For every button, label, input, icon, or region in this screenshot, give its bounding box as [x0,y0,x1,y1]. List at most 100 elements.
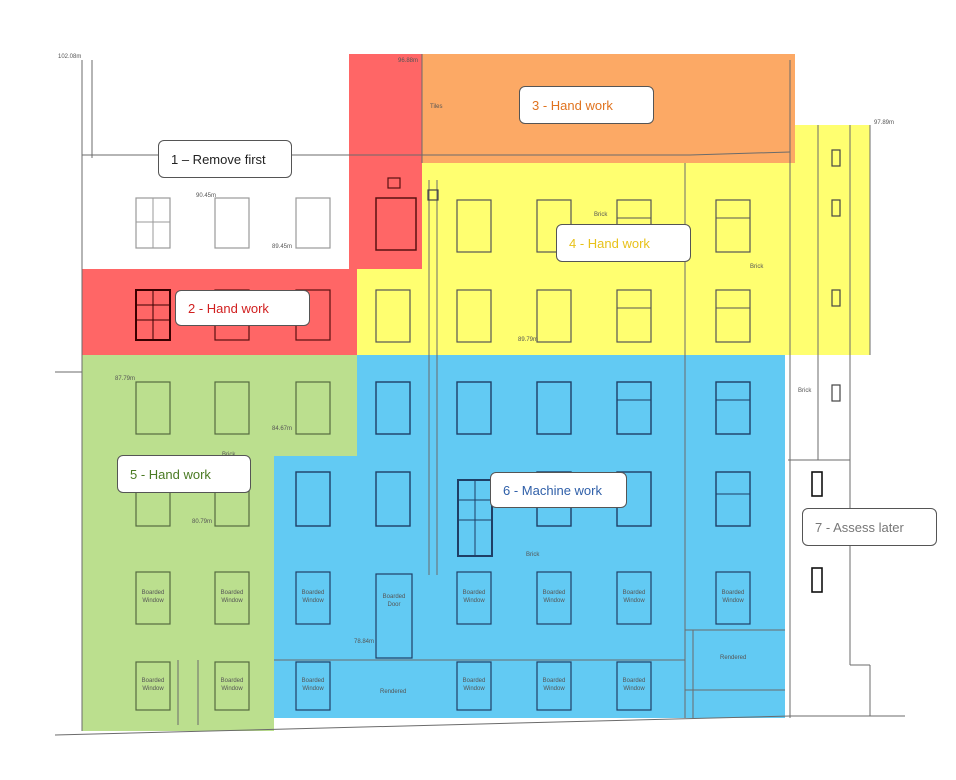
window-outline [375,289,411,343]
zone-3-text: 3 - Hand work [532,97,613,113]
zone-1-text: 1 – Remove first [171,151,266,167]
boarded-note: Door [387,602,400,608]
zone-2-text: 2 - Hand work [188,300,269,316]
zone-5-text: 5 - Hand work [130,466,211,482]
boarded-note: Window [722,598,744,604]
boarded-note: Boarded [221,590,244,596]
material-label: Rendered [380,689,406,695]
level-label: 87.79m [115,376,135,382]
boarded-note: Window [221,598,243,604]
zone-5-area [82,355,357,731]
material-label: Brick [798,388,812,394]
window-outline [831,289,841,307]
zone-2-label: 2 - Hand work [175,290,310,326]
boarded-note: Boarded [543,678,566,684]
boarded-note: Boarded [142,590,165,596]
window-outline [427,189,439,201]
zone-5-label: 5 - Hand work [117,455,251,493]
boarded-note: Window [142,598,164,604]
material-label: Tiles [430,104,442,110]
zone-7-label: 7 - Assess later [802,508,937,546]
boarded-note: Window [463,686,485,692]
boarded-note: Window [543,598,565,604]
window-outline [715,289,751,343]
zone-2-area [82,54,422,355]
level-label: 89.79m [518,337,538,343]
level-label: 89.45m [272,244,292,250]
window-outline [295,197,331,249]
boarded-note: Boarded [302,590,325,596]
window-outline [536,381,572,435]
boarded-note: Boarded [142,678,165,684]
boarded-note: Boarded [383,594,406,600]
zone-7-text: 7 - Assess later [815,519,904,535]
window-outline [214,381,250,435]
window-outline [456,661,492,711]
window-outline [456,571,492,625]
window-outline [616,661,652,711]
window-outline [616,571,652,625]
window-outline [811,471,823,497]
window-outline [616,289,652,343]
window-outline [456,289,492,343]
boarded-note: Boarded [623,678,646,684]
zone-6-area [274,355,785,718]
window-outline [616,381,652,435]
window-outline [715,471,751,527]
boarded-note: Window [302,686,324,692]
boarded-note: Boarded [543,590,566,596]
level-label: 90.45m [196,193,216,199]
window-outline [375,197,417,251]
level-label: 102.08m [58,54,81,60]
level-label: 96.88m [398,58,418,64]
boarded-note: Boarded [463,590,486,596]
window-outline [135,571,171,625]
window-outline [715,381,751,435]
boarded-note: Window [623,686,645,692]
zone-4-label: 4 - Hand work [556,224,691,262]
window-outline [295,471,331,527]
window-outline [214,571,250,625]
window-outline [135,661,171,711]
window-outline [375,573,413,659]
window-outline [456,199,492,253]
window-outline [536,571,572,625]
window-outline [214,197,250,249]
boarded-note: Window [623,598,645,604]
window-outline [375,381,411,435]
window-outline [135,381,171,435]
boarded-note: Window [543,686,565,692]
level-label: 97.89m [874,120,894,126]
window-outline [715,199,751,253]
boarded-note: Boarded [463,678,486,684]
window-outline [387,177,401,189]
zone-1-label: 1 – Remove first [158,140,292,178]
zone-6-text: 6 - Machine work [503,482,602,498]
boarded-note: Boarded [302,678,325,684]
level-label: 84.67m [272,426,292,432]
window-outline [831,149,841,167]
material-label: Brick [526,552,540,558]
window-outline [536,289,572,343]
material-label: Brick [594,212,608,218]
zone-6-label: 6 - Machine work [490,472,627,508]
boarded-note: Window [302,598,324,604]
level-label: 80.79m [192,519,212,525]
window-outline [295,661,331,711]
boarded-note: Boarded [722,590,745,596]
material-label: Rendered [720,655,746,661]
window-outline [715,571,751,625]
boarded-note: Window [463,598,485,604]
window-outline [295,381,331,435]
boarded-note: Boarded [221,678,244,684]
window-outline [456,381,492,435]
window-outline [536,661,572,711]
material-label: Brick [750,264,764,270]
boarded-note: Boarded [623,590,646,596]
level-label: 78.84m [354,639,374,645]
window-outline [295,571,331,625]
zone-3-label: 3 - Hand work [519,86,654,124]
boarded-note: Window [221,686,243,692]
